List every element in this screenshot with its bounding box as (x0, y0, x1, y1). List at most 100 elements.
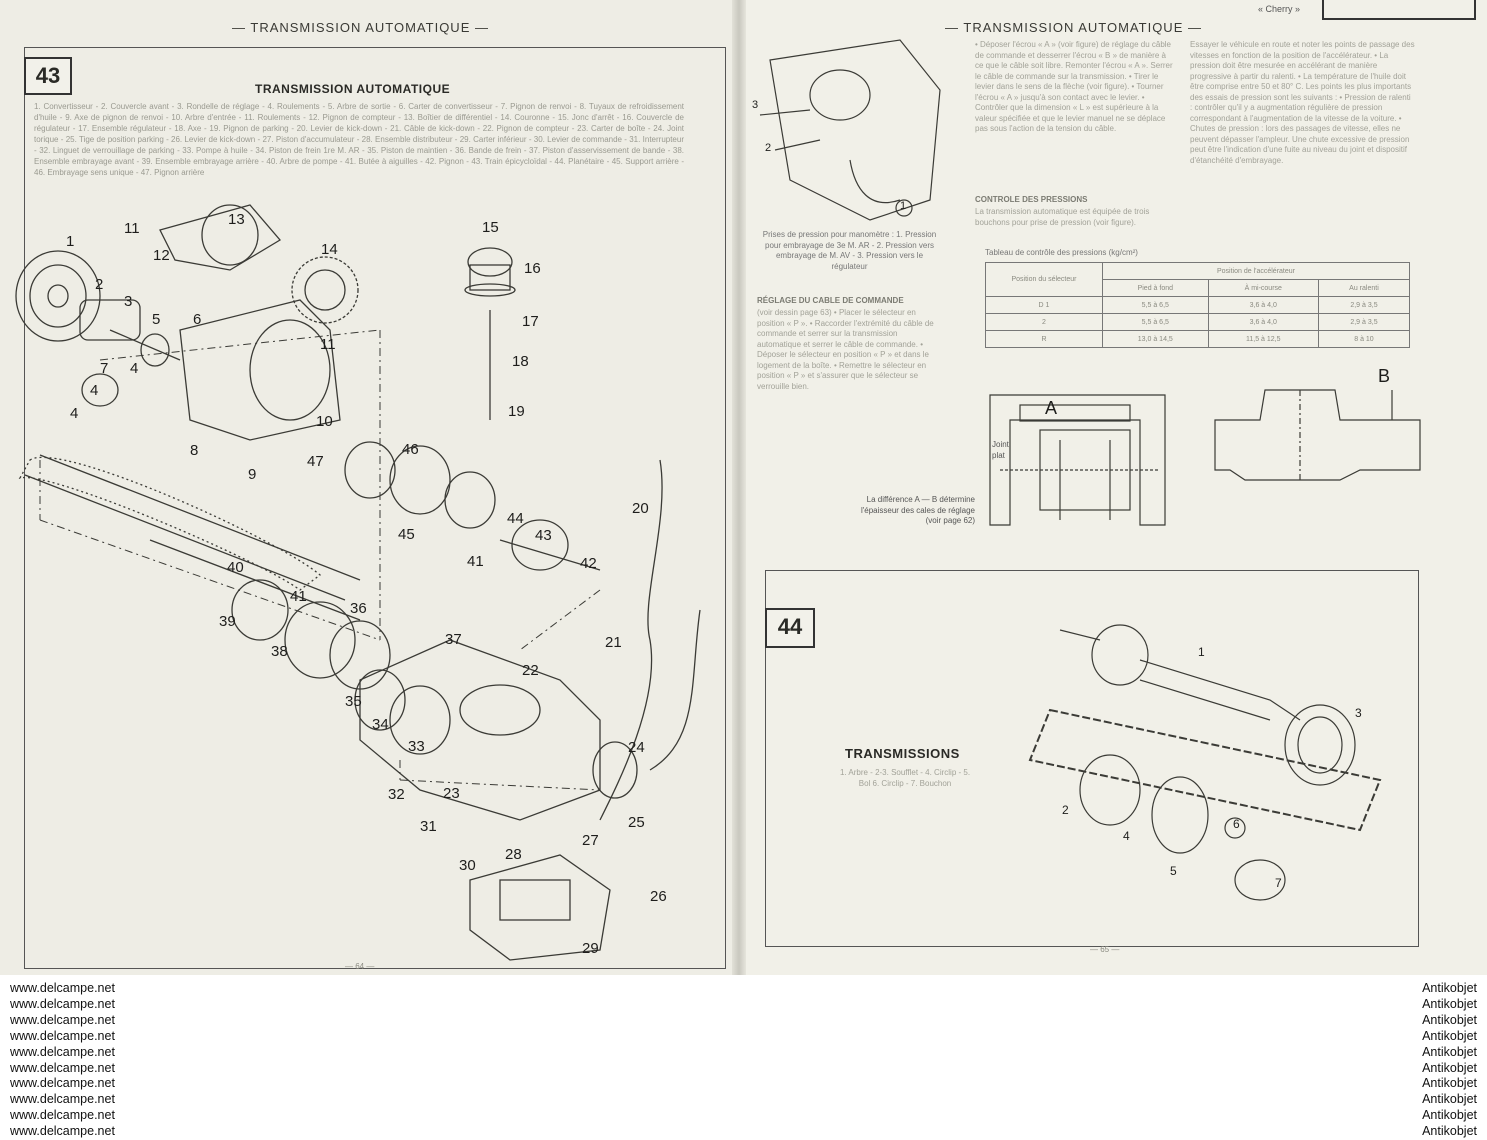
joint-label: Joint plat (992, 440, 1009, 460)
callout-38: 38 (271, 643, 288, 660)
callout-23: 23 (443, 785, 460, 802)
t-callout-1: 1 (1198, 645, 1205, 659)
left-running-title: — TRANSMISSION AUTOMATIQUE — (232, 20, 489, 35)
left-folio: — 64 — (345, 962, 375, 971)
col2-text: • Déposer l'écrou « A » (voir figure) de… (975, 40, 1173, 133)
cable-heading: RÉGLAGE DU CABLE DE COMMANDE (757, 296, 904, 305)
right-running-title: — TRANSMISSION AUTOMATIQUE — (945, 20, 1202, 35)
callout-37: 37 (445, 631, 462, 648)
section-43-frame (24, 47, 726, 969)
table-row: D 1 5,5 à 6,5 3,6 à 4,0 2,9 à 3,5 (985, 296, 1410, 314)
watermark-delcampe: www.delcampe.net www.delcampe.net www.de… (10, 981, 115, 1139)
cell: 8 à 10 (1317, 330, 1410, 348)
t-callout-7: 7 (1275, 876, 1282, 890)
callout-47: 47 (307, 453, 324, 470)
callout-1: 1 (66, 233, 75, 250)
diagram-label-b: B (1378, 366, 1391, 386)
callout-32: 32 (388, 786, 405, 803)
right-folio: — 65 — (1090, 945, 1120, 954)
model-tag: « Cherry » (1258, 4, 1301, 14)
fig-caption: Prises de pression pour manomètre : 1. P… (762, 230, 937, 271)
book-gutter (732, 0, 746, 975)
section-43-title: TRANSMISSION AUTOMATIQUE (255, 82, 451, 96)
callout-6: 6 (193, 311, 202, 328)
callout-4b: 4 (90, 382, 99, 399)
th-sub-3: Au ralenti (1317, 279, 1410, 297)
tab-marker (1322, 0, 1476, 20)
callout-4c: 4 (70, 405, 79, 422)
t-callout-5: 5 (1170, 864, 1177, 878)
pressure-table: Position du sélecteur Position de l'accé… (985, 262, 1410, 348)
callout-14: 14 (321, 241, 338, 258)
callout-4a: 4 (130, 360, 139, 377)
exploded-view-drawing (15, 39, 1421, 961)
callout-28: 28 (505, 846, 522, 863)
diagram-label-a: A (1045, 398, 1058, 418)
callout-20: 20 (632, 500, 649, 517)
callout-26: 26 (650, 888, 667, 905)
callout-10: 10 (316, 413, 333, 430)
section-44-number: 44 (765, 608, 815, 648)
section-44-legend: 1. Arbre - 2-3. Soufflet - 4. Circlip - … (839, 768, 971, 788)
callout-27: 27 (582, 832, 599, 849)
table-caption: Tableau de contrôle des pressions (kg/cm… (985, 248, 1138, 257)
callout-5: 5 (152, 311, 161, 328)
cell: 3,6 à 4,0 (1207, 296, 1319, 314)
callout-3: 3 (124, 293, 133, 310)
callout-16: 16 (524, 260, 541, 277)
callout-34: 34 (372, 716, 389, 733)
fig-callout-2: 2 (765, 142, 772, 154)
right-page (742, 0, 1487, 975)
callout-18: 18 (512, 353, 529, 370)
book-spread: — TRANSMISSION AUTOMATIQUE — 43 TRANSMIS… (0, 0, 1487, 975)
t-callout-2: 2 (1062, 803, 1069, 817)
callout-13: 13 (228, 211, 245, 228)
diff-caption: La différence A — B détermine l'épaisseu… (860, 495, 975, 525)
cable-text: (voir dessin page 63) • Placer le sélect… (757, 308, 934, 391)
callout-11a: 11 (124, 220, 140, 237)
callout-7: 7 (100, 360, 109, 377)
cell: 2,9 à 3,5 (1317, 296, 1410, 314)
callout-19: 19 (508, 403, 525, 420)
callout-24: 24 (628, 739, 645, 756)
th-sub-1: Pied à fond (1102, 279, 1209, 297)
cell: 2,9 à 3,5 (1317, 313, 1410, 331)
callout-21: 21 (605, 634, 622, 651)
callout-25: 25 (628, 814, 645, 831)
callout-44: 44 (507, 510, 524, 527)
callout-33: 33 (408, 738, 425, 755)
cell: 13,0 à 14,5 (1102, 330, 1209, 348)
callout-15: 15 (482, 219, 499, 236)
t-callout-4: 4 (1123, 829, 1130, 843)
fig-callout-1: 1 (900, 200, 907, 212)
watermark-antikobjet: Antikobjet Antikobjet Antikobjet Antikob… (1422, 981, 1477, 1139)
table-row: 2 5,5 à 6,5 3,6 à 4,0 2,9 à 3,5 (985, 313, 1410, 331)
fig-callout-3: 3 (752, 99, 759, 111)
callout-31: 31 (420, 818, 437, 835)
cell: 11,5 à 12,5 (1207, 330, 1319, 348)
th-group: Position de l'accélérateur (1102, 262, 1410, 280)
callout-41a: 41 (290, 588, 307, 605)
callout-36: 36 (350, 600, 367, 617)
cell: 3,6 à 4,0 (1207, 313, 1319, 331)
section-44-frame (765, 570, 1419, 947)
callout-2: 2 (95, 276, 104, 293)
callout-45: 45 (398, 526, 415, 543)
col3-text: Essayer le véhicule en route et noter le… (1190, 40, 1415, 165)
callout-17: 17 (522, 313, 539, 330)
cell-pos: D 1 (985, 296, 1103, 314)
callout-30: 30 (459, 857, 476, 874)
pressures-text: La transmission automatique est équipée … (975, 207, 1150, 227)
callout-29: 29 (582, 940, 599, 957)
callout-42: 42 (580, 555, 597, 572)
callout-39: 39 (219, 613, 236, 630)
th-sub-2: À mi-course (1207, 279, 1319, 297)
cell: 5,5 à 6,5 (1102, 313, 1209, 331)
t-callout-3: 3 (1355, 706, 1362, 720)
callout-11b: 11 (320, 336, 336, 353)
section-43-legend: 1. Convertisseur - 2. Couvercle avant - … (34, 102, 684, 177)
callout-41b: 41 (467, 553, 484, 570)
callout-8: 8 (190, 442, 199, 459)
pressures-heading: CONTROLE DES PRESSIONS (975, 195, 1088, 204)
callout-43: 43 (535, 527, 552, 544)
